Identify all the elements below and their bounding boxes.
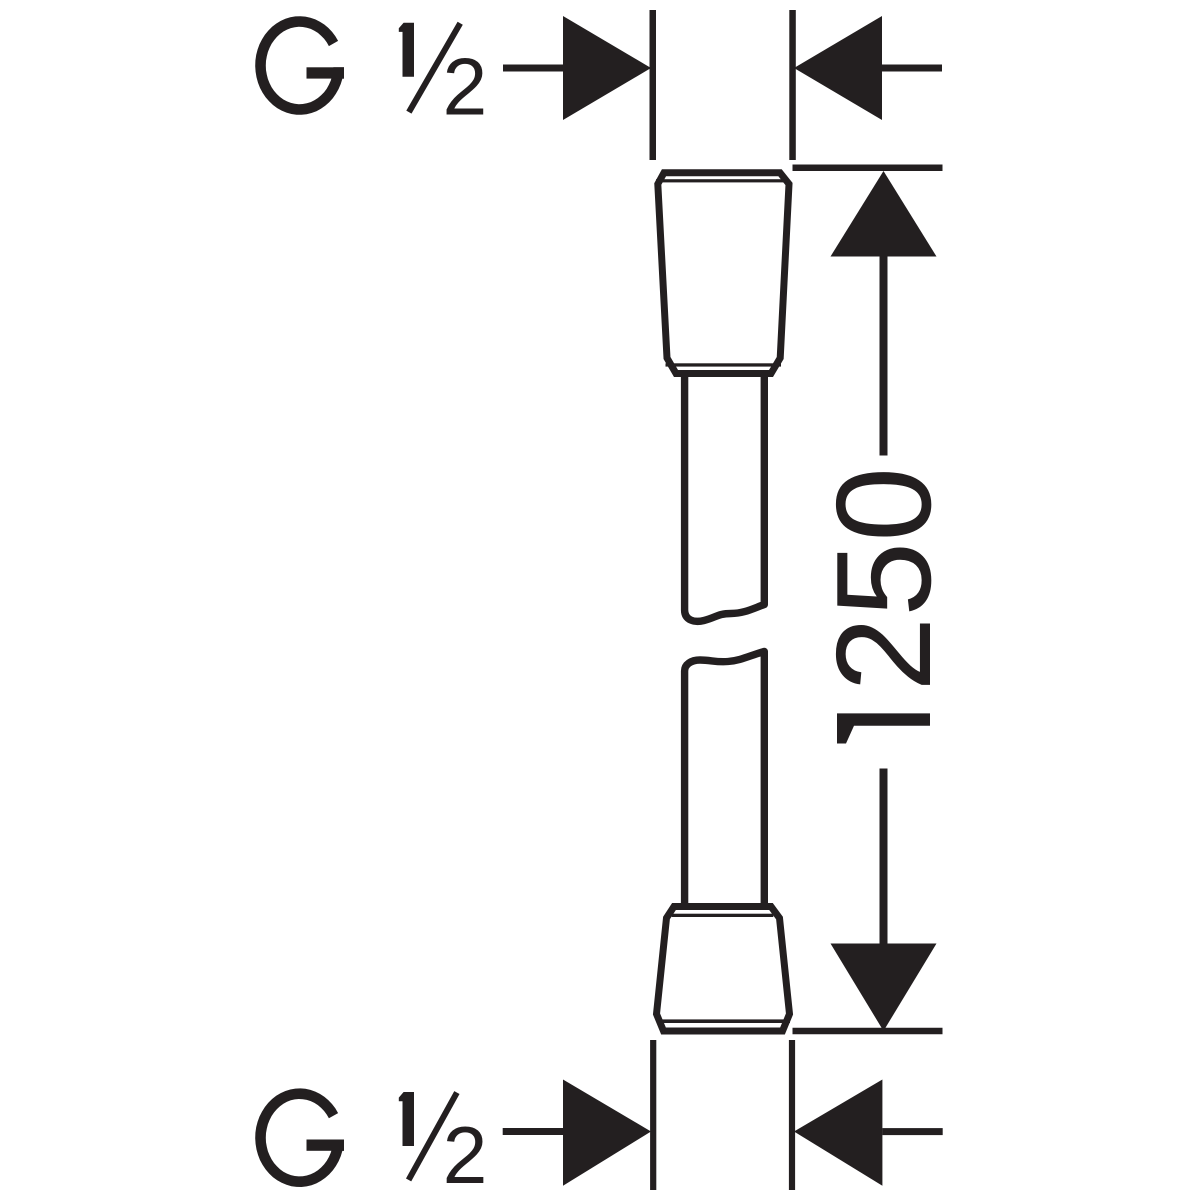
svg-text:250: 250 (808, 467, 959, 692)
svg-text:2: 2 (443, 1111, 488, 1200)
svg-text:2: 2 (443, 43, 488, 133)
